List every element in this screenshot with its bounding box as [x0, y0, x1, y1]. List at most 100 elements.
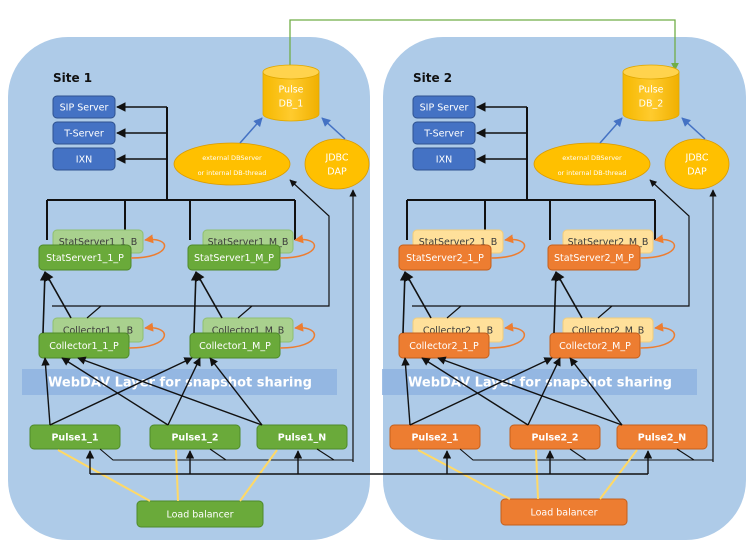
pulse-node-2-label: Pulse1_N: [278, 433, 326, 444]
collector-to-statserver-arrow: [404, 271, 432, 319]
dbserver-to-db-arrow: [239, 117, 263, 144]
load-balancer-shape: [136, 500, 264, 528]
collector-to-statserver-arrow: [190, 271, 201, 334]
collector-primary-1-label: Collector1_M_P: [199, 341, 271, 352]
collector-primary-1-shape: [549, 332, 641, 359]
jdbc-label-line2: DAP: [687, 167, 707, 178]
jdbc-shape: [664, 138, 730, 190]
load-balancer-label: Load balancer: [530, 508, 597, 519]
db-top: [622, 64, 680, 80]
db-top: [262, 64, 320, 80]
ring-tick-line: [597, 305, 613, 319]
db-body: [262, 71, 320, 122]
genesys-server-0-label: SIP Server: [60, 103, 109, 114]
pulse-node-1[interactable]: Pulse2_2: [509, 424, 601, 450]
site-title: Site 1: [53, 71, 92, 85]
collector-primary-1[interactable]: Collector2_M_P: [549, 332, 641, 359]
load-balancer[interactable]: Load balancer: [136, 500, 264, 528]
statserver-primary-0[interactable]: StatServer2_1_P: [398, 244, 492, 271]
failover-arrow: [279, 234, 315, 259]
dbserver-ellipse[interactable]: external DBServer or internal DB-thread: [533, 142, 651, 186]
dbserver-label-line2: or internal DB-thread: [198, 169, 267, 177]
collector-backup-0-label: Collector2_1_B: [423, 326, 493, 337]
load-balancer[interactable]: Load balancer: [500, 498, 628, 526]
genesys-server-2-label: IXN: [436, 155, 452, 166]
pulse-to-collector-arrow: [77, 356, 263, 426]
db-label-line1: Pulse: [278, 85, 303, 96]
load-balancer-line: [239, 449, 278, 502]
dbserver-label-line1: external DBServer: [562, 154, 622, 162]
pulse-node-0[interactable]: Pulse1_1: [29, 424, 121, 450]
webdav-label: WebDAV Layer for snapshot sharing: [48, 376, 312, 391]
jdbc-label-line1: JDBC: [324, 153, 348, 164]
collector-primary-0[interactable]: Collector2_1_P: [398, 332, 490, 359]
pulse-node-2[interactable]: Pulse2_N: [616, 424, 708, 450]
statserver-backup-1-label: StatServer1_M_B: [208, 237, 289, 248]
jdbc-dap-ellipse[interactable]: JDBC DAP: [664, 138, 730, 190]
genesys-server-2-label: IXN: [76, 155, 92, 166]
pulse-to-collector-arrow: [437, 356, 623, 426]
collector-primary-1-shape: [189, 332, 281, 359]
ring-tick-line: [86, 305, 102, 319]
genesys-server-2[interactable]: IXN: [412, 147, 476, 171]
webdav-band-shape: [22, 369, 337, 395]
genesys-server-1-shape: [52, 121, 116, 145]
pulse-to-collector-arrow: [409, 357, 553, 426]
collector-to-statserver-arrow: [555, 271, 583, 319]
pulse-node-2[interactable]: Pulse1_N: [256, 424, 348, 450]
pulse-node-0[interactable]: Pulse2_1: [389, 424, 481, 450]
dbserver-label-line2: or internal DB-thread: [558, 169, 627, 177]
ring-tick-line: [446, 305, 462, 319]
pulse-node-1-shape: [149, 424, 241, 450]
collector-backup-1-label: Collector2_M_B: [572, 326, 645, 337]
collector-to-statserver-arrow: [399, 271, 410, 334]
failover-arrow: [639, 234, 675, 259]
statserver-backup-0-label: StatServer1_1_B: [59, 237, 138, 248]
pulse-node-2-shape: [256, 424, 348, 450]
collector-backup-1-label: Collector1_M_B: [212, 326, 285, 337]
pulse-to-collector-arrow: [61, 357, 169, 426]
statserver-primary-0[interactable]: StatServer1_1_P: [38, 244, 132, 271]
dbserver-to-db-arrow: [599, 117, 623, 144]
pulse-to-collector-arrow: [527, 357, 561, 426]
collector-primary-0-label: Collector1_1_P: [49, 341, 119, 352]
pulse-node-1[interactable]: Pulse1_2: [149, 424, 241, 450]
webdav-band-shape: [382, 369, 697, 395]
statserver-primary-0-label: StatServer1_1_P: [46, 253, 124, 264]
pulse-node-0-label: Pulse2_1: [411, 433, 458, 444]
pulse-db-bus-line: [99, 448, 353, 461]
statserver-primary-1[interactable]: StatServer1_M_P: [187, 244, 281, 271]
genesys-server-1[interactable]: T-Server: [412, 121, 476, 145]
jdbc-label-line1: JDBC: [684, 153, 708, 164]
load-balancer-shape: [500, 498, 628, 526]
failover-arrow: [128, 322, 165, 349]
failover-arrow: [490, 234, 526, 259]
pulse-to-collector-arrow: [167, 357, 201, 426]
genesys-server-0-label: SIP Server: [420, 103, 469, 114]
genesys-server-0[interactable]: SIP Server: [52, 95, 116, 119]
genesys-server-1[interactable]: T-Server: [52, 121, 116, 145]
collector-primary-1[interactable]: Collector1_M_P: [189, 332, 281, 359]
genesys-server-1-label: T-Server: [63, 129, 104, 140]
ring-tick-line: [237, 305, 253, 319]
webdav-label: WebDAV Layer for snapshot sharing: [408, 376, 672, 391]
load-balancer-label: Load balancer: [166, 510, 233, 521]
jdbc-shape: [304, 138, 370, 190]
genesys-server-2[interactable]: IXN: [52, 147, 116, 171]
db-replication-line: [289, 19, 679, 72]
pulse-node-2-shape: [616, 424, 708, 450]
statserver-primary-1[interactable]: StatServer2_M_P: [547, 244, 641, 271]
collector-primary-0[interactable]: Collector1_1_P: [38, 332, 130, 359]
pulse-to-collector-arrow: [569, 357, 623, 426]
db-label-line2: DB_2: [639, 99, 664, 110]
genesys-server-0[interactable]: SIP Server: [412, 95, 476, 119]
dbserver-shape: [533, 142, 651, 186]
